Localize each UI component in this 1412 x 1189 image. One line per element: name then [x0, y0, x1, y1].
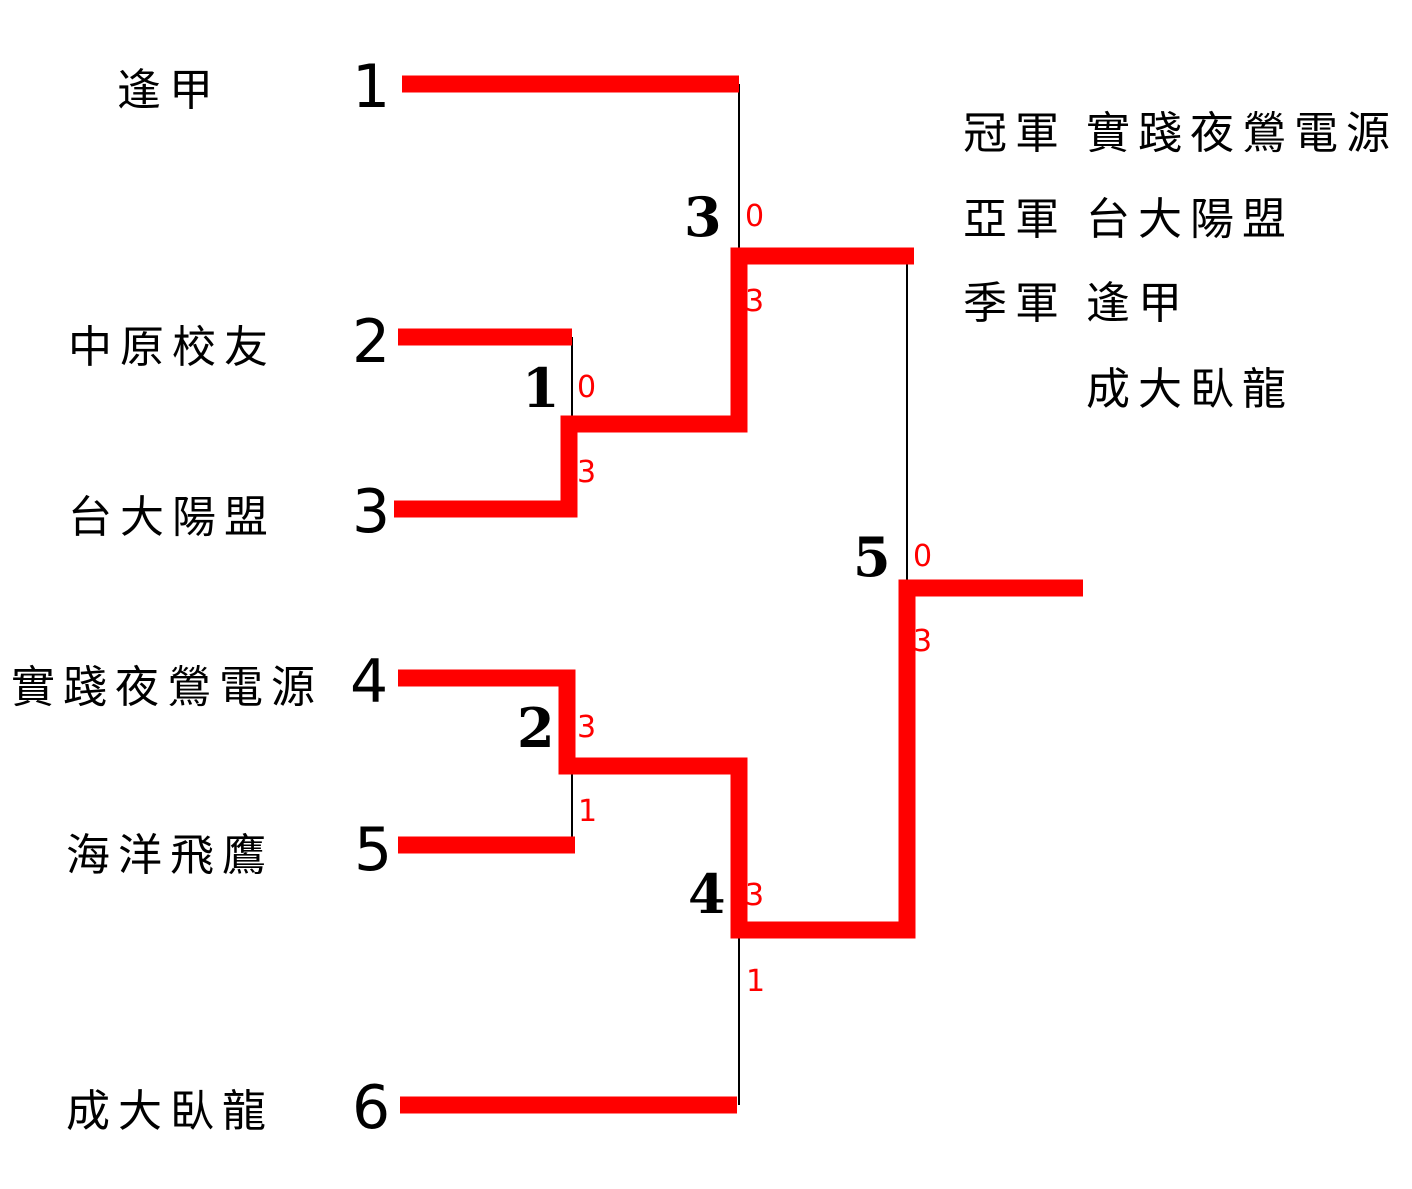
match-3-score-bottom: 3: [745, 284, 764, 319]
team-3-winning-path: [394, 247, 914, 518]
team-name-2: 中原校友: [68, 322, 276, 373]
bracket-lines: [571, 84, 908, 1105]
third-place-label: 季軍: [963, 278, 1067, 329]
match-number-3: 3: [684, 185, 722, 249]
champion-team: 實踐夜鶯電源: [1086, 108, 1398, 159]
seed-number-3: 3: [352, 477, 390, 547]
match-2-score-bottom: 1: [578, 794, 597, 829]
match-number-5: 5: [853, 525, 891, 589]
match-number-4: 4: [688, 862, 726, 926]
champion-label: 冠軍: [963, 108, 1067, 159]
third-place-team-2: 成大臥龍: [1086, 364, 1294, 415]
match-5-score-bottom: 3: [913, 624, 932, 659]
match-3-score-top: 0: [745, 199, 764, 234]
match-4-score-bottom: 1: [746, 964, 765, 999]
match-5-score-top: 0: [913, 539, 932, 574]
match-number-1: 1: [522, 356, 560, 420]
seed-numbers: 1 2 3 4 5 6: [350, 52, 392, 1143]
match-4-score-top: 3: [745, 878, 764, 913]
team-name-4: 實踐夜鶯電源: [11, 662, 323, 713]
team-name-6: 成大臥龍: [66, 1086, 274, 1137]
runner-up-team: 台大陽盟: [1086, 194, 1294, 245]
seed-number-5: 5: [354, 815, 392, 885]
match-1-score-top: 0: [577, 370, 596, 405]
seed-number-1: 1: [352, 52, 390, 122]
scores: 0 3 3 1 0 3 3 1 0 3: [577, 199, 932, 999]
winner-paths: [394, 75, 1083, 1114]
team-name-1: 逢甲: [117, 65, 221, 116]
team-name-5: 海洋飛鷹: [66, 830, 274, 881]
seed-number-6: 6: [352, 1073, 390, 1143]
seed-number-4: 4: [350, 647, 388, 717]
match-number-2: 2: [517, 696, 555, 760]
runner-up-label: 亞軍: [963, 194, 1067, 245]
final-standings: 冠軍 實踐夜鶯電源 亞軍 台大陽盟 季軍 逢甲 成大臥龍: [963, 108, 1398, 415]
match-2-score-top: 3: [577, 710, 596, 745]
team-name-3: 台大陽盟: [68, 492, 276, 543]
match-numbers: 1 2 3 4 5: [517, 185, 891, 926]
third-place-team-1: 逢甲: [1086, 278, 1190, 329]
match-1-score-bottom: 3: [577, 455, 596, 490]
team-names: 逢甲 中原校友 台大陽盟 實踐夜鶯電源 海洋飛鷹 成大臥龍: [11, 65, 323, 1137]
team-4-winning-path: [398, 579, 1083, 939]
seed-number-2: 2: [352, 307, 390, 377]
